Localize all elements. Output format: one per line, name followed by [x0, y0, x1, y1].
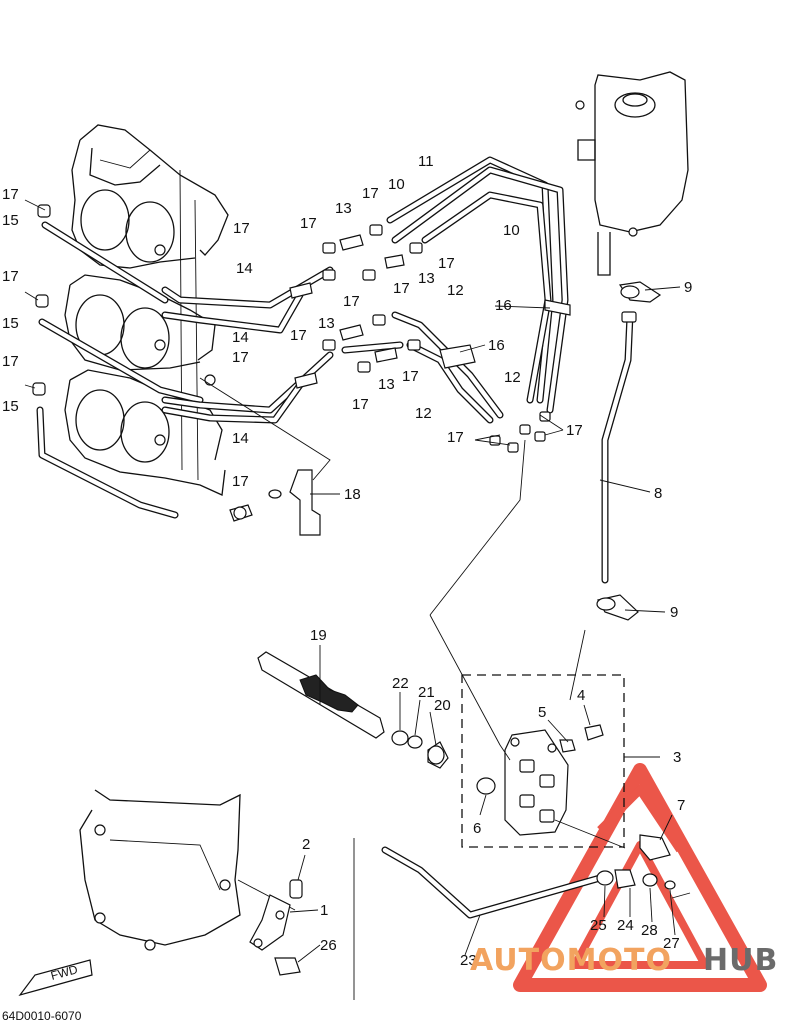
callout-17: 17 — [233, 220, 250, 237]
callout-17: 17 — [232, 349, 249, 366]
callout-19: 19 — [310, 627, 327, 644]
lower-housing-drawing — [79, 789, 296, 951]
callout-17: 17 — [447, 429, 464, 446]
callout-16: 16 — [495, 297, 512, 314]
callout-5: 5 — [538, 704, 546, 721]
pump-drive-shaft — [257, 651, 449, 769]
watermark-part2: HUB — [703, 943, 778, 978]
callout-14: 14 — [232, 329, 249, 346]
outlet-fittings — [596, 869, 691, 899]
fuel-pump-assembly — [429, 439, 671, 861]
callout-17: 17 — [300, 215, 317, 232]
fwd-label: FWD — [49, 962, 79, 983]
callout-17: 17 — [2, 186, 19, 203]
callout-14: 14 — [232, 430, 249, 447]
callout-11: 11 — [418, 153, 434, 170]
cylinder-block-drawing — [64, 124, 229, 496]
callout-25: 25 — [590, 917, 607, 934]
callout-10: 10 — [388, 176, 405, 193]
callout-17: 17 — [402, 368, 419, 385]
callout-18: 18 — [344, 486, 361, 503]
callout-17: 17 — [362, 185, 379, 202]
callout-3: 3 — [673, 749, 681, 766]
watermark-part1: AUTOMOTO — [470, 943, 672, 978]
callout-4: 4 — [577, 687, 585, 704]
callout-20: 20 — [434, 697, 451, 714]
callout-15: 15 — [2, 398, 19, 415]
callout-17: 17 — [290, 327, 307, 344]
callout-17: 17 — [438, 255, 455, 272]
callout-12: 12 — [415, 405, 432, 422]
callout-17: 17 — [393, 280, 410, 297]
linkage-parts — [249, 838, 355, 1000]
callout-13: 13 — [318, 315, 335, 332]
callout-numbers: 17 15 17 15 17 15 17 14 14 17 14 17 17 1… — [2, 153, 692, 969]
callout-17: 17 — [2, 268, 19, 285]
callout-12: 12 — [447, 282, 464, 299]
callout-21: 21 — [418, 684, 435, 701]
callout-8: 8 — [654, 485, 662, 502]
vapor-separator-tank — [575, 71, 689, 276]
callout-13: 13 — [418, 270, 435, 287]
callout-10: 10 — [503, 222, 520, 239]
callout-17: 17 — [232, 473, 249, 490]
callout-2: 2 — [302, 836, 310, 853]
callout-leaders — [24, 199, 681, 963]
callout-13: 13 — [378, 376, 395, 393]
callout-22: 22 — [392, 675, 409, 692]
bracket-and-bolt — [199, 377, 331, 536]
callout-16: 16 — [488, 337, 505, 354]
callout-26: 26 — [320, 937, 337, 954]
watermark-text: AUTOMOTO HUB — [470, 943, 778, 978]
callout-14: 14 — [236, 260, 253, 277]
callout-17: 17 — [352, 396, 369, 413]
callout-23: 23 — [460, 952, 477, 969]
diagram-code: 64D0010-6070 — [2, 1009, 82, 1023]
callout-15: 15 — [2, 315, 19, 332]
callout-7: 7 — [677, 797, 685, 814]
hose-clamps-and-fittings — [32, 204, 662, 621]
callout-15: 15 — [2, 212, 19, 229]
callout-9: 9 — [684, 279, 692, 296]
callout-28: 28 — [641, 922, 658, 939]
callout-17: 17 — [343, 293, 360, 310]
callout-9: 9 — [670, 604, 678, 621]
callout-1: 1 — [320, 902, 328, 919]
callout-27: 27 — [663, 935, 680, 952]
callout-13: 13 — [335, 200, 352, 217]
callout-6: 6 — [473, 820, 481, 837]
callout-24: 24 — [617, 917, 634, 934]
callout-17: 17 — [2, 353, 19, 370]
callout-17: 17 — [566, 422, 583, 439]
callout-12: 12 — [504, 369, 521, 386]
watermark-logo — [513, 763, 767, 992]
fwd-direction-marker: FWD — [18, 959, 93, 997]
